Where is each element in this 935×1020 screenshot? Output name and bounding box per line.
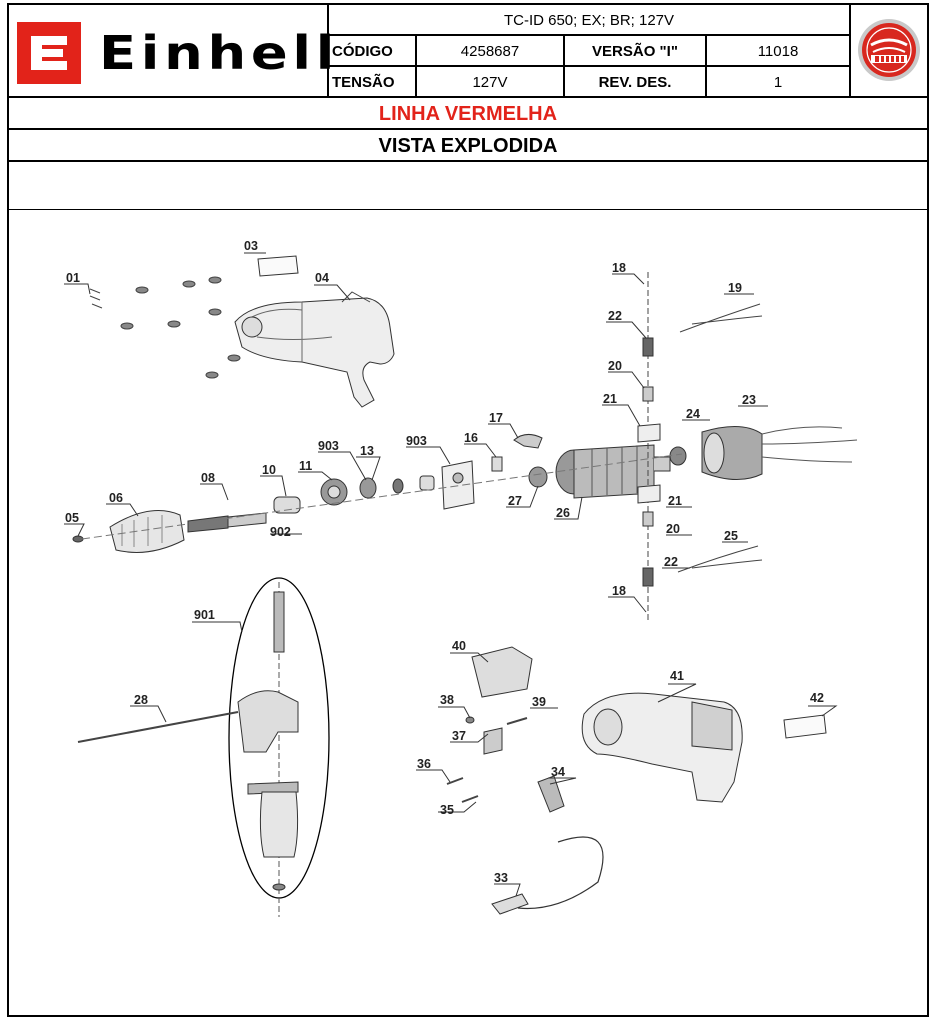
part-label: 18 — [612, 261, 626, 275]
exploded-view-diagram: 01 03 04 05 06 08 10 11 13 16 17 18 18 1… — [9, 210, 927, 1015]
switch-and-cord — [446, 646, 604, 915]
screws — [89, 276, 241, 379]
revision-value: 1 — [773, 74, 783, 91]
part-label: 37 — [452, 729, 466, 743]
part-label: 16 — [464, 431, 478, 445]
part-label: 27 — [508, 494, 522, 508]
part-label: 903 — [406, 434, 427, 448]
part-label: 903 — [318, 439, 339, 453]
part-label: 901 — [194, 608, 215, 622]
part-label: 20 — [608, 359, 622, 373]
complete-housing — [581, 692, 827, 803]
part-label: 902 — [270, 525, 291, 539]
part-label: 21 — [603, 392, 617, 406]
chuck-assembly — [72, 434, 548, 553]
part-label: 23 — [742, 393, 756, 407]
part-label: 40 — [452, 639, 466, 653]
einhell-logo-mark — [17, 22, 81, 84]
housing-half — [234, 291, 395, 408]
view-title: VISTA EXPLODIDA — [9, 130, 927, 162]
part-label: 33 — [494, 871, 508, 885]
part-label: 10 — [262, 463, 276, 477]
part-label: 13 — [360, 444, 374, 458]
voltage-value: 127V — [417, 67, 565, 98]
part-label: 18 — [612, 584, 626, 598]
part-label: 08 — [201, 471, 215, 485]
part-label: 01 — [66, 271, 80, 285]
blank-row — [9, 164, 927, 210]
part-label: 34 — [551, 765, 565, 779]
part-label: 35 — [440, 803, 454, 817]
part-label: 20 — [666, 522, 680, 536]
section-title: LINHA VERMELHA — [9, 98, 927, 130]
part-label: 25 — [724, 529, 738, 543]
model-line: TC-ID 650; EX; BR; 127V — [329, 5, 849, 36]
code-value: 4258687 — [417, 36, 565, 67]
part-label: 21 — [668, 494, 682, 508]
auxiliary-handle-group — [77, 577, 330, 917]
part-label: 24 — [686, 407, 700, 421]
part-label: 42 — [810, 691, 824, 705]
part-label: 28 — [134, 693, 148, 707]
part-label: 39 — [532, 695, 546, 709]
part-label: 41 — [670, 669, 684, 683]
part-label: 17 — [489, 411, 503, 425]
armature — [555, 444, 671, 499]
part-label: 11 — [299, 459, 312, 473]
revision-label: REV. DES. — [565, 67, 707, 98]
version-value: 11018 — [707, 36, 849, 67]
brand-wordmark: Einhell — [99, 26, 340, 80]
part-label: 19 — [728, 281, 742, 295]
header-table: Einhell TC-ID 650; EX; BR; 127V CÓDIGO 4… — [9, 5, 927, 98]
part-label: 03 — [244, 239, 258, 253]
stator — [669, 425, 858, 480]
part-label: 04 — [315, 271, 329, 285]
code-label: CÓDIGO — [329, 36, 417, 67]
part-label: 38 — [440, 693, 454, 707]
part-label: 22 — [664, 555, 678, 569]
service-seal — [849, 5, 927, 96]
brand-logo: Einhell — [9, 5, 334, 96]
voltage-label: TENSÃO — [329, 67, 417, 98]
parts-sheet: Einhell TC-ID 650; EX; BR; 127V CÓDIGO 4… — [7, 3, 929, 1017]
part-label: 05 — [65, 511, 79, 525]
part-label: 22 — [608, 309, 622, 323]
version-label: VERSÃO "I" — [565, 36, 707, 67]
part-label: 36 — [417, 757, 431, 771]
part-label: 06 — [109, 491, 123, 505]
brush-assembly — [637, 272, 763, 622]
part-label: 26 — [556, 506, 570, 520]
